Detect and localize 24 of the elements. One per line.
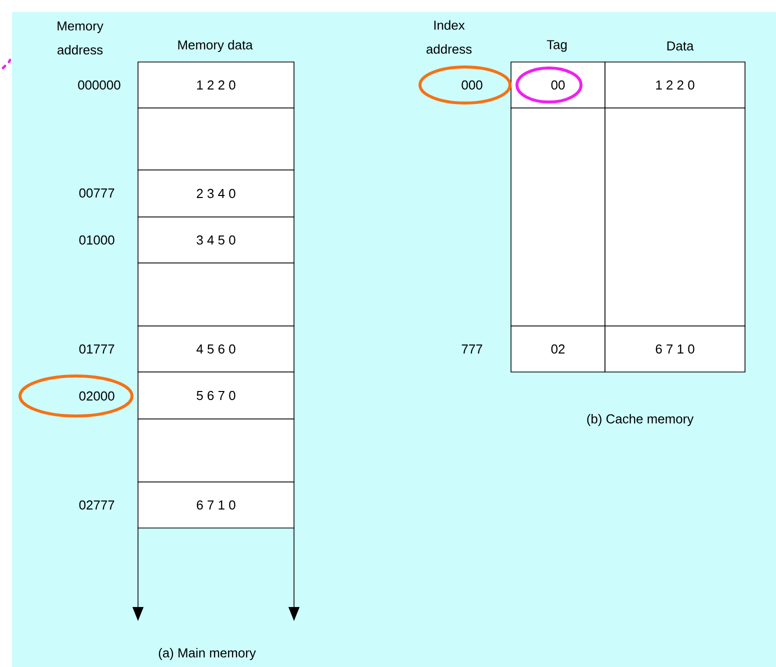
memory-cell: 2 3 4 0 — [138, 170, 294, 218]
caption: (b) Cache memory — [587, 414, 694, 426]
address-label: 01000 — [79, 235, 114, 245]
address-label: 02000 — [79, 391, 114, 401]
memory-cell: 4 5 6 0 — [138, 326, 294, 372]
address-label: 01777 — [79, 344, 114, 354]
memory-cell: 1 2 2 0 — [138, 62, 294, 108]
address-label: 777 — [462, 344, 482, 354]
cache-cell: 1 2 2 0 — [604, 62, 746, 108]
address-label: 000 — [462, 80, 482, 90]
address-label: 00777 — [79, 188, 114, 198]
memory-cell: 5 6 7 0 — [138, 372, 294, 420]
memory-cell: 6 7 1 0 — [138, 482, 294, 528]
address-label: 000000 — [78, 80, 120, 90]
memory-cell: 3 4 5 0 — [138, 216, 294, 264]
empty-cell — [138, 108, 294, 170]
column-heading: Index address — [426, 20, 472, 54]
column-heading: Memory address — [58, 22, 104, 54]
cache-cell: 6 7 1 0 — [604, 326, 746, 372]
cache-cell: 02 — [510, 326, 606, 372]
empty-cell — [138, 262, 294, 326]
caption: (a) Main memory — [158, 648, 256, 660]
address-label: 02777 — [79, 500, 114, 510]
empty-cell — [138, 418, 294, 482]
